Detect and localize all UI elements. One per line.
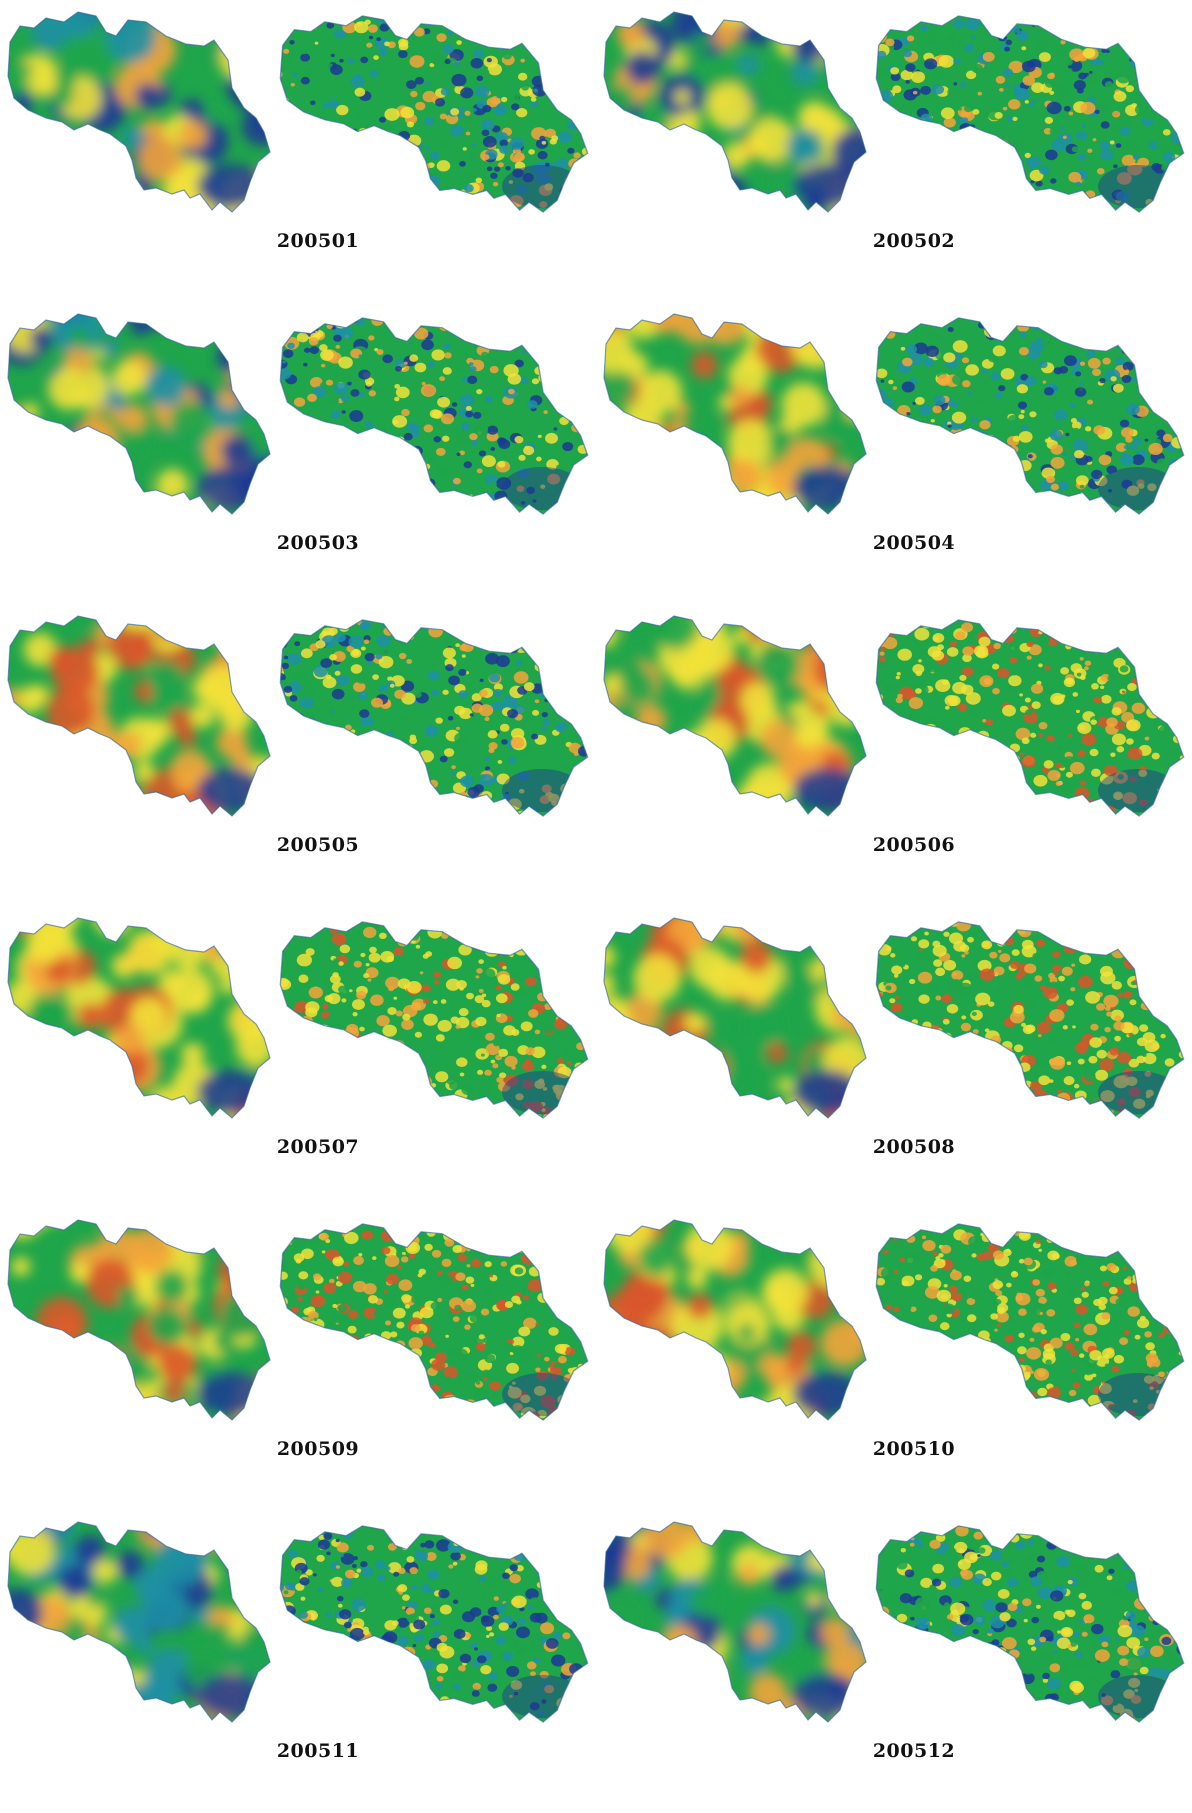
map-pair <box>603 917 1185 1119</box>
map-label: 200505 <box>276 834 360 856</box>
map-label: 200510 <box>872 1438 956 1460</box>
map-pair <box>603 1521 1185 1723</box>
map-panel: 200511 <box>0 1510 596 1812</box>
map-label: 200509 <box>276 1438 360 1460</box>
map-panel: 200509 <box>0 1208 596 1510</box>
map-label: 200508 <box>872 1136 956 1158</box>
map-label: 200511 <box>276 1740 360 1762</box>
map-label: 200503 <box>276 532 360 554</box>
map-panel: 200512 <box>596 1510 1192 1812</box>
map-label: 200512 <box>872 1740 956 1762</box>
map-label: 200504 <box>872 532 956 554</box>
map-panel: 200508 <box>596 906 1192 1208</box>
map-panel: 200506 <box>596 604 1192 906</box>
map-pair <box>7 615 589 817</box>
map-pair <box>7 917 589 1119</box>
map-pair <box>7 1521 589 1723</box>
map-pair <box>603 11 1185 213</box>
map-panel: 200507 <box>0 906 596 1208</box>
map-pair <box>7 1219 589 1421</box>
map-pair <box>603 615 1185 817</box>
map-panel: 200505 <box>0 604 596 906</box>
map-label: 200501 <box>276 230 360 252</box>
map-label: 200502 <box>872 230 956 252</box>
map-label: 200506 <box>872 834 956 856</box>
map-panel: 200501 <box>0 0 596 302</box>
map-pair <box>7 313 589 515</box>
map-panel: 200510 <box>596 1208 1192 1510</box>
map-label: 200507 <box>276 1136 360 1158</box>
map-panel: 200502 <box>596 0 1192 302</box>
map-pair <box>603 1219 1185 1421</box>
map-panel: 200503 <box>0 302 596 604</box>
map-pair <box>603 313 1185 515</box>
map-panel: 200504 <box>596 302 1192 604</box>
map-pair <box>7 11 589 213</box>
